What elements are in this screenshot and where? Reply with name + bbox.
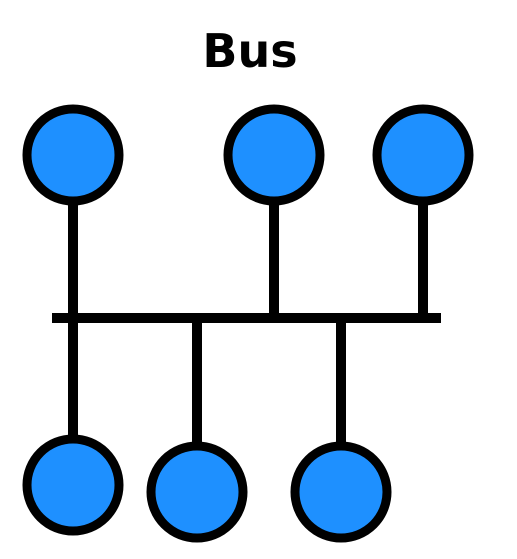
diagram-title: Bus xyxy=(202,24,297,78)
node-bottom-3 xyxy=(290,441,392,543)
node-bottom-1 xyxy=(22,434,124,536)
bottom-drop-lines xyxy=(68,318,346,447)
node-top-3 xyxy=(372,104,474,206)
node-top-2 xyxy=(223,104,325,206)
top-drop-lines xyxy=(68,200,428,318)
top-nodes xyxy=(22,104,474,206)
node-bottom-2 xyxy=(146,441,248,543)
bottom-nodes xyxy=(22,434,392,543)
node-top-1 xyxy=(22,104,124,206)
